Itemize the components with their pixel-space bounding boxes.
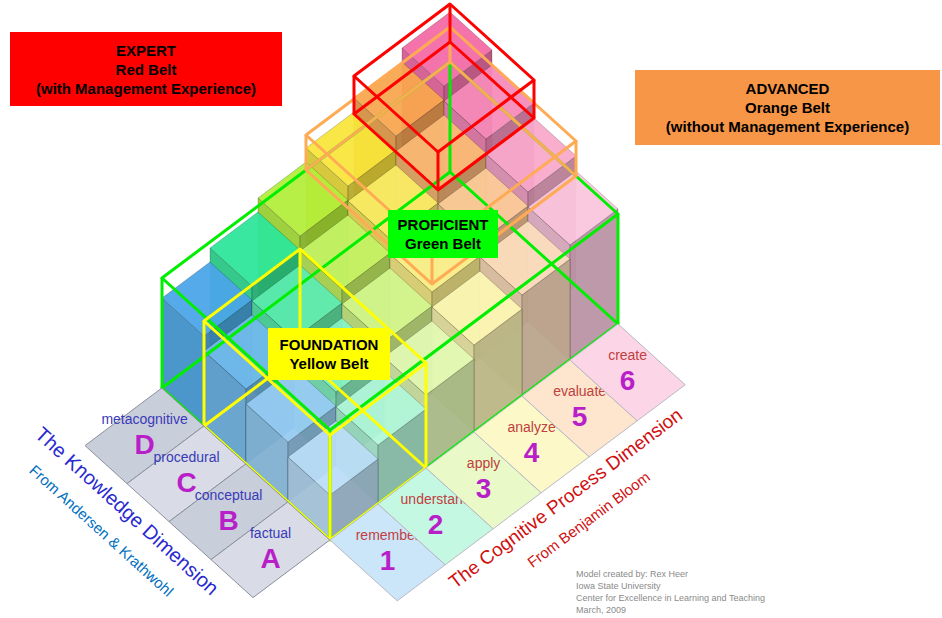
- credit-note: Iowa State University: [576, 582, 661, 592]
- tile-outline: [570, 324, 685, 421]
- belt-label-box: ADVANCEDOrange Belt(without Management E…: [635, 70, 940, 145]
- belt-frame: [305, 135, 308, 170]
- belt-name: Yellow Belt: [289, 354, 368, 373]
- dimension-index: 6: [620, 365, 636, 397]
- dimension-index: 2: [428, 509, 444, 541]
- dimension-index: 5: [572, 401, 588, 433]
- dimension-index: 1: [380, 545, 396, 577]
- dimension-name: conceptual: [195, 487, 263, 503]
- belt-name: Green Belt: [405, 234, 481, 253]
- dimension-index: C: [176, 467, 196, 499]
- dimension-index: 3: [476, 473, 492, 505]
- dimension-index: A: [260, 543, 280, 575]
- belt-level: PROFICIENT: [398, 215, 489, 234]
- belt-frame: [449, 62, 452, 172]
- belt-name: (without Management Experience): [666, 117, 909, 136]
- credit-note: March, 2009: [576, 606, 626, 616]
- belt-frame: [354, 42, 534, 190]
- belt-level: EXPERT: [116, 41, 176, 60]
- belt-frame: [161, 278, 164, 388]
- credit-note: Model created by: Rex Heer: [576, 570, 688, 580]
- dimension-name: procedural: [154, 449, 220, 465]
- belt-name: Orange Belt: [745, 98, 830, 117]
- dimension-tile: create 6: [570, 324, 685, 421]
- dimension-index: 4: [524, 437, 540, 469]
- belt-label-box: PROFICIENTGreen Belt: [388, 210, 498, 258]
- dimension-index: D: [134, 429, 154, 461]
- dimension-name: factual: [250, 525, 291, 541]
- belt-frame: [575, 141, 578, 176]
- tile-outline: [426, 432, 541, 529]
- belt-label-box: EXPERTRed Belt(with Management Experienc…: [10, 32, 282, 106]
- dimension-name: create: [608, 347, 647, 363]
- belt-frame: [449, 4, 452, 42]
- tile-outline: [330, 504, 445, 601]
- belt-frame: [203, 321, 206, 426]
- belt-frame: [354, 4, 534, 152]
- belt-level: ADVANCED: [746, 79, 830, 98]
- belt-frame: [617, 214, 620, 324]
- tile-outline: [474, 396, 589, 493]
- belt-label-box: FOUNDATIONYellow Belt: [268, 328, 390, 380]
- belt-frame: [204, 249, 426, 435]
- belt-level: FOUNDATION: [280, 335, 379, 354]
- belt-name: (with Management Experience): [36, 79, 256, 98]
- belt-frame: [329, 435, 332, 540]
- tile-outline: [211, 502, 330, 598]
- credit-note: Center for Excellence in Learning and Te…: [576, 594, 765, 604]
- belt-frame: [353, 76, 356, 114]
- belt-frame: [329, 430, 332, 540]
- dimension-name: apply: [467, 455, 500, 471]
- tile-outline: [378, 468, 493, 565]
- belt-frame: [425, 363, 428, 468]
- dimension-index: B: [218, 505, 238, 537]
- belt-name: Red Belt: [116, 60, 177, 79]
- dimension-tile: factualA: [211, 502, 330, 598]
- belt-frame: [437, 152, 440, 190]
- dimension-name: analyze: [507, 419, 555, 435]
- dimension-name: metacognitive: [101, 411, 187, 427]
- belt-frame: [533, 80, 536, 118]
- tile-outline: [522, 360, 637, 457]
